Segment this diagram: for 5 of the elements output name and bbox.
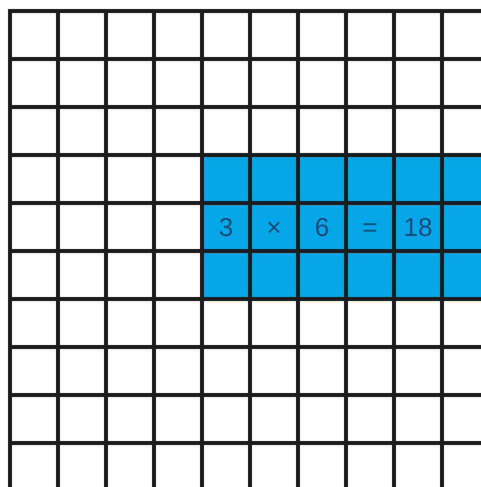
equation-term: × [266, 210, 282, 244]
equation-term: 18 [404, 210, 432, 244]
equation-term: 3 [218, 210, 234, 244]
equation-term: 6 [314, 210, 330, 244]
equation-term: = [362, 210, 378, 244]
